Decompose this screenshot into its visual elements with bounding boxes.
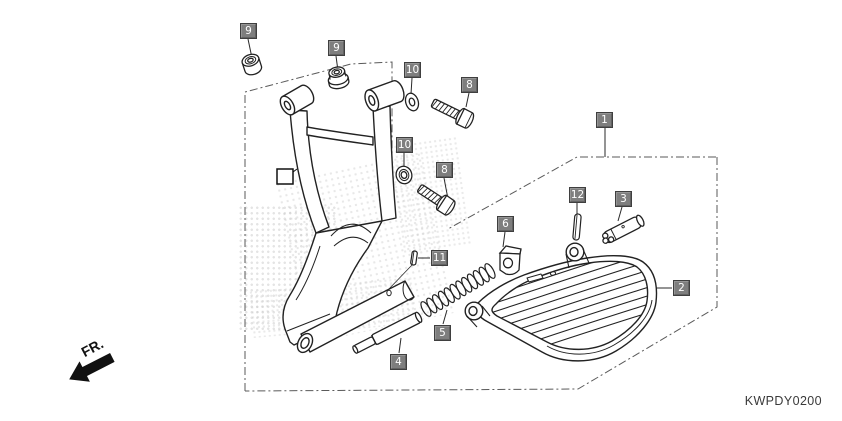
callout-9[interactable]: 9 [328, 40, 345, 56]
assembly-boundary-lines [244, 61, 718, 392]
split-pin-drawing [572, 213, 582, 241]
washer-drawing [404, 92, 420, 112]
callout-9[interactable]: 9 [240, 23, 257, 39]
rubber-stopper-drawing [498, 245, 522, 276]
pivot-pin-drawing [352, 311, 423, 354]
flange-nut-drawing [327, 66, 350, 90]
flange-nut-drawing [241, 53, 263, 76]
callout-12[interactable]: 12 [569, 187, 586, 203]
mount-bracket-drawing [279, 79, 415, 354]
footrest-pad-drawing [464, 242, 658, 362]
spring-drawing [420, 263, 496, 317]
washer-drawing [395, 165, 413, 185]
callout-11[interactable]: 11 [431, 250, 448, 266]
callout-6[interactable]: 6 [497, 216, 514, 232]
front-direction-arrow-icon [69, 352, 115, 382]
callout-10[interactable]: 10 [396, 137, 413, 153]
flange-bolt-drawing [416, 184, 456, 216]
callout-8[interactable]: 8 [436, 162, 453, 178]
callout-1[interactable]: 1 [596, 112, 613, 128]
callout-10[interactable]: 10 [404, 62, 421, 78]
callout-2[interactable]: 2 [673, 280, 690, 296]
callout-3[interactable]: 3 [615, 191, 632, 207]
dowel-pin-drawing [410, 250, 418, 266]
callout-4[interactable]: 4 [390, 354, 407, 370]
callout-5[interactable]: 5 [434, 325, 451, 341]
callout-8[interactable]: 8 [461, 77, 478, 93]
stopper-pin-drawing [602, 214, 645, 244]
diagram-code: KWPDY0200 [744, 394, 822, 408]
flange-bolt-drawing [430, 98, 475, 129]
reference-square-symbol [276, 168, 298, 185]
